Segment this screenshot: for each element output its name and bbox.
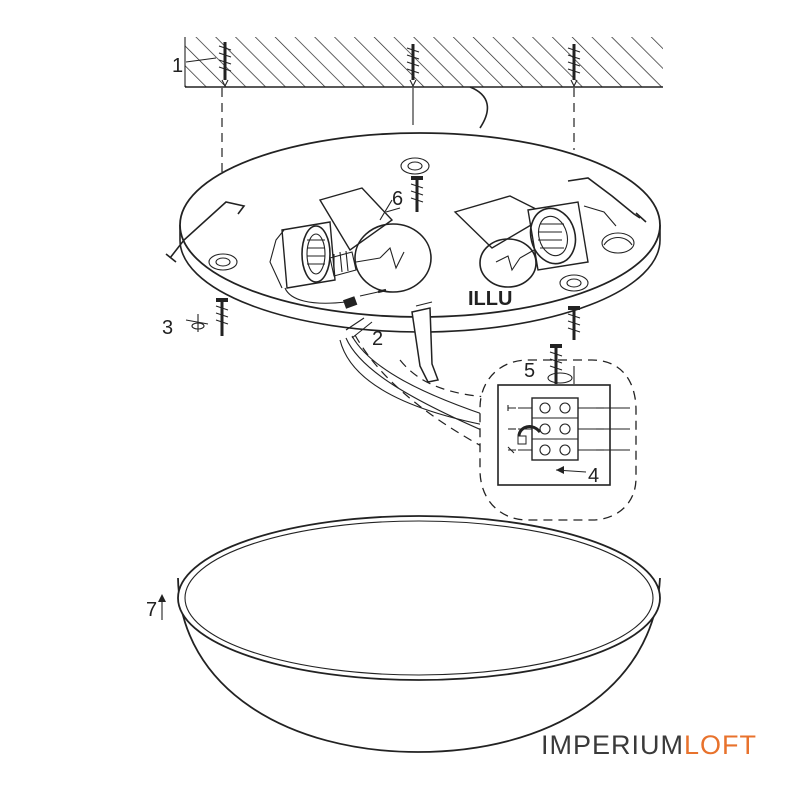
label-part-5: 5 [524, 360, 535, 382]
supply-wires [339, 335, 501, 439]
wire-connector-small [342, 288, 387, 309]
lamp-holder-right [453, 195, 617, 271]
screw-5: 5 [524, 344, 575, 384]
part-4-callout: 4 [555, 465, 599, 487]
mounting-hole-right [559, 274, 589, 292]
part-7-callout: 7 [146, 594, 166, 621]
label-part-2: 2 [372, 328, 383, 350]
label-part-7: 7 [146, 599, 157, 621]
lamp-holder-left [269, 187, 394, 289]
glass-shade [177, 515, 661, 753]
internal-wire-left [284, 287, 347, 304]
bulb-right [479, 238, 537, 288]
bulb-left [329, 223, 432, 293]
watermark-first: IMPERIUM [541, 730, 684, 760]
ceiling-screw-middle [406, 44, 420, 88]
ceiling-screw-left [218, 42, 232, 88]
label-part-6: 6 [392, 188, 403, 210]
ceiling-screw-right [567, 44, 581, 88]
label-part-4: 4 [588, 465, 599, 487]
strap-clip [411, 301, 440, 383]
spring-clip-left [165, 201, 246, 263]
cable-grommet [601, 232, 635, 254]
watermark-logo: IMPERIUMLOFT [541, 730, 757, 761]
power-cable [469, 86, 489, 129]
illu-label: ILLU [468, 288, 512, 310]
mounting-hole-left [208, 253, 238, 271]
part-1-callout: 1 [172, 55, 217, 77]
screw-right-hole [567, 306, 581, 340]
part-3-washer: 3 [162, 314, 209, 339]
mounting-hole-top [400, 157, 430, 175]
label-part-3: 3 [162, 317, 173, 339]
spring-clip-right [567, 177, 647, 223]
ceiling [184, 37, 663, 88]
screw-6: 6 [379, 176, 424, 221]
terminal-block [497, 384, 630, 486]
label-part-1: 1 [172, 55, 183, 77]
watermark-second: LOFT [684, 730, 758, 760]
screw-left-hole [215, 298, 229, 336]
